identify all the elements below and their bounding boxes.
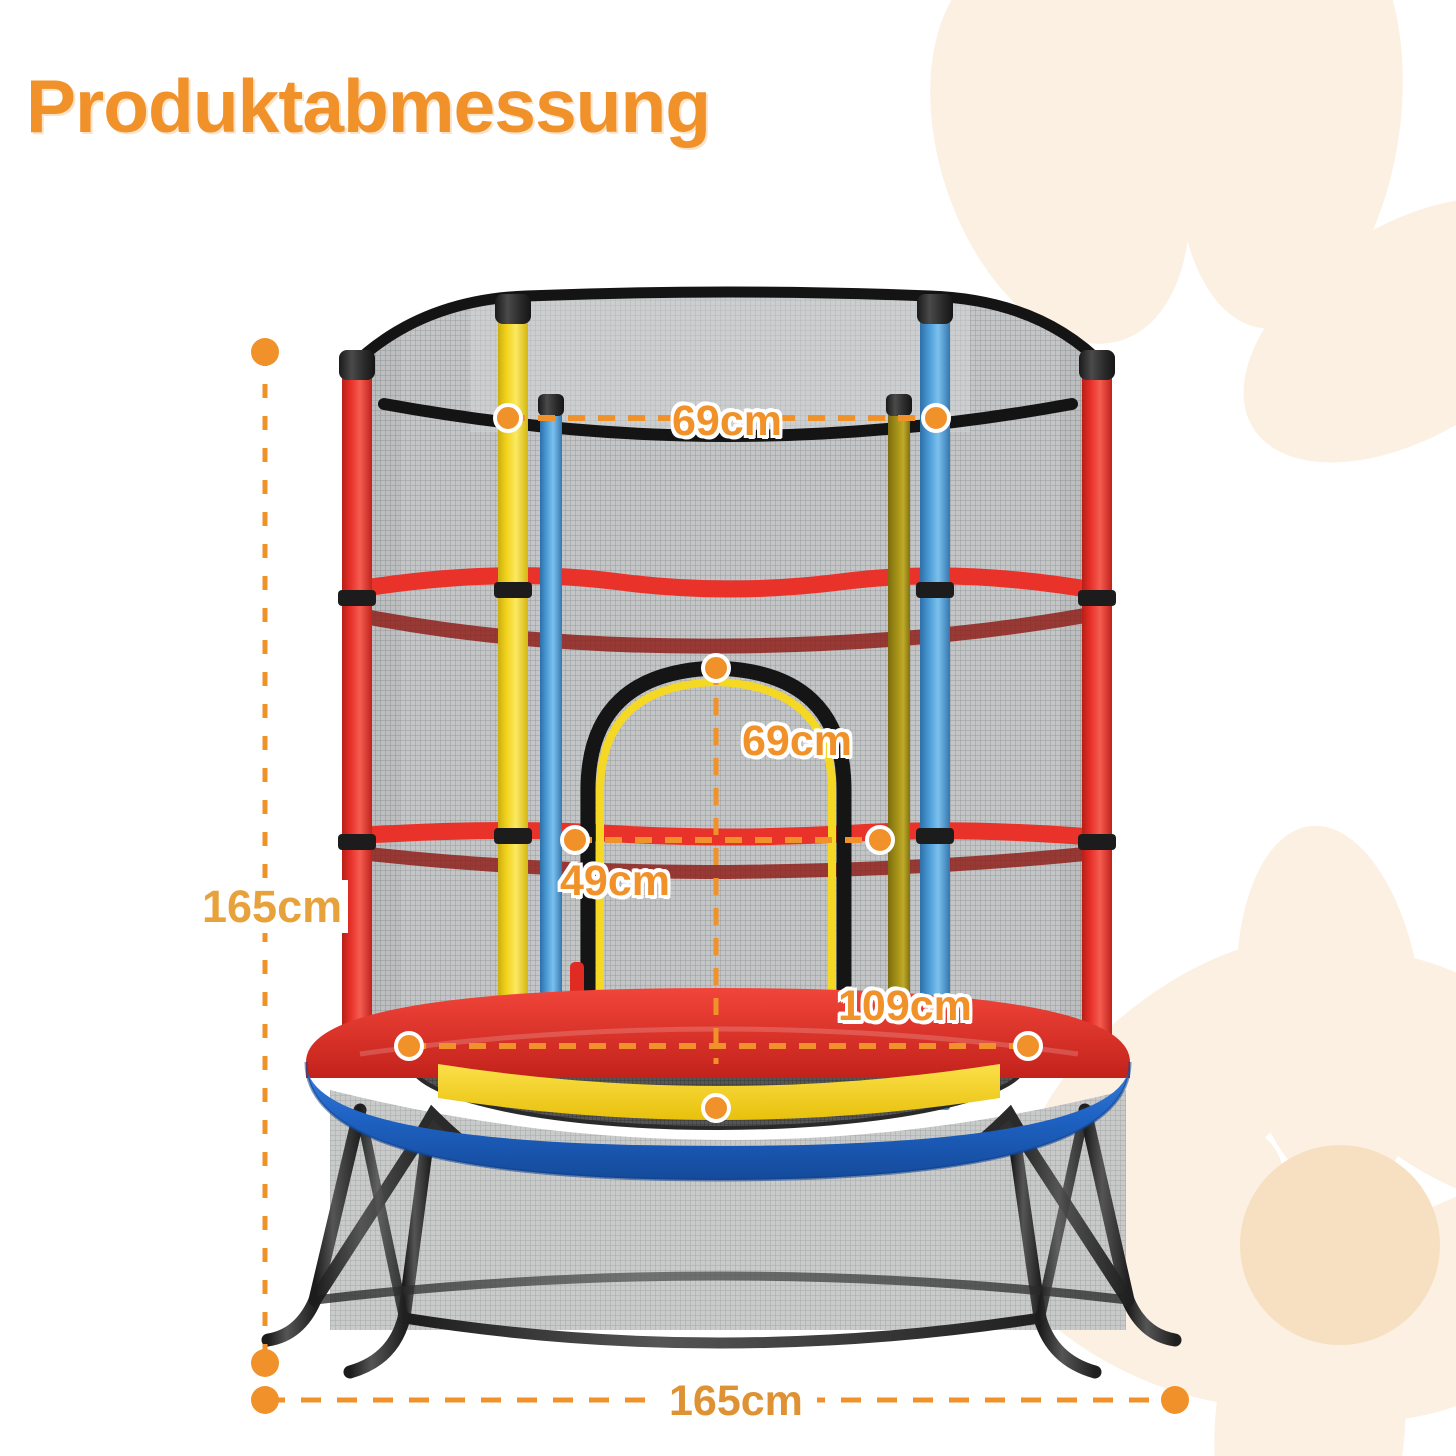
dim-label-net-top-width: 69cm: [672, 397, 782, 445]
pole-outer-right-red: [1078, 350, 1116, 1068]
dim-label-total-height: 165cm: [196, 880, 349, 933]
flower-center-icon: [1240, 1145, 1440, 1345]
flower-top-right-icon: [930, 0, 1456, 463]
net-support-bands: [343, 567, 1113, 880]
dimension-endpoint-dots: [251, 338, 1189, 1414]
pole-rear-right-olive: [886, 394, 912, 1064]
pole-front-left-yellow: [494, 294, 532, 1110]
dim-label-mat-diameter: 109cm: [838, 982, 972, 1030]
dim-label-door-width: 49cm: [560, 857, 670, 905]
page-title: Produktabmessung: [26, 64, 711, 148]
pole-rear-left-blue: [538, 394, 564, 1064]
dim-label-door-height: 69cm: [742, 717, 852, 765]
dim-label-total-diameter: 165cm: [655, 1378, 817, 1425]
pole-outer-left-red: [338, 350, 376, 1068]
pole-front-right-blue: [916, 294, 954, 1110]
